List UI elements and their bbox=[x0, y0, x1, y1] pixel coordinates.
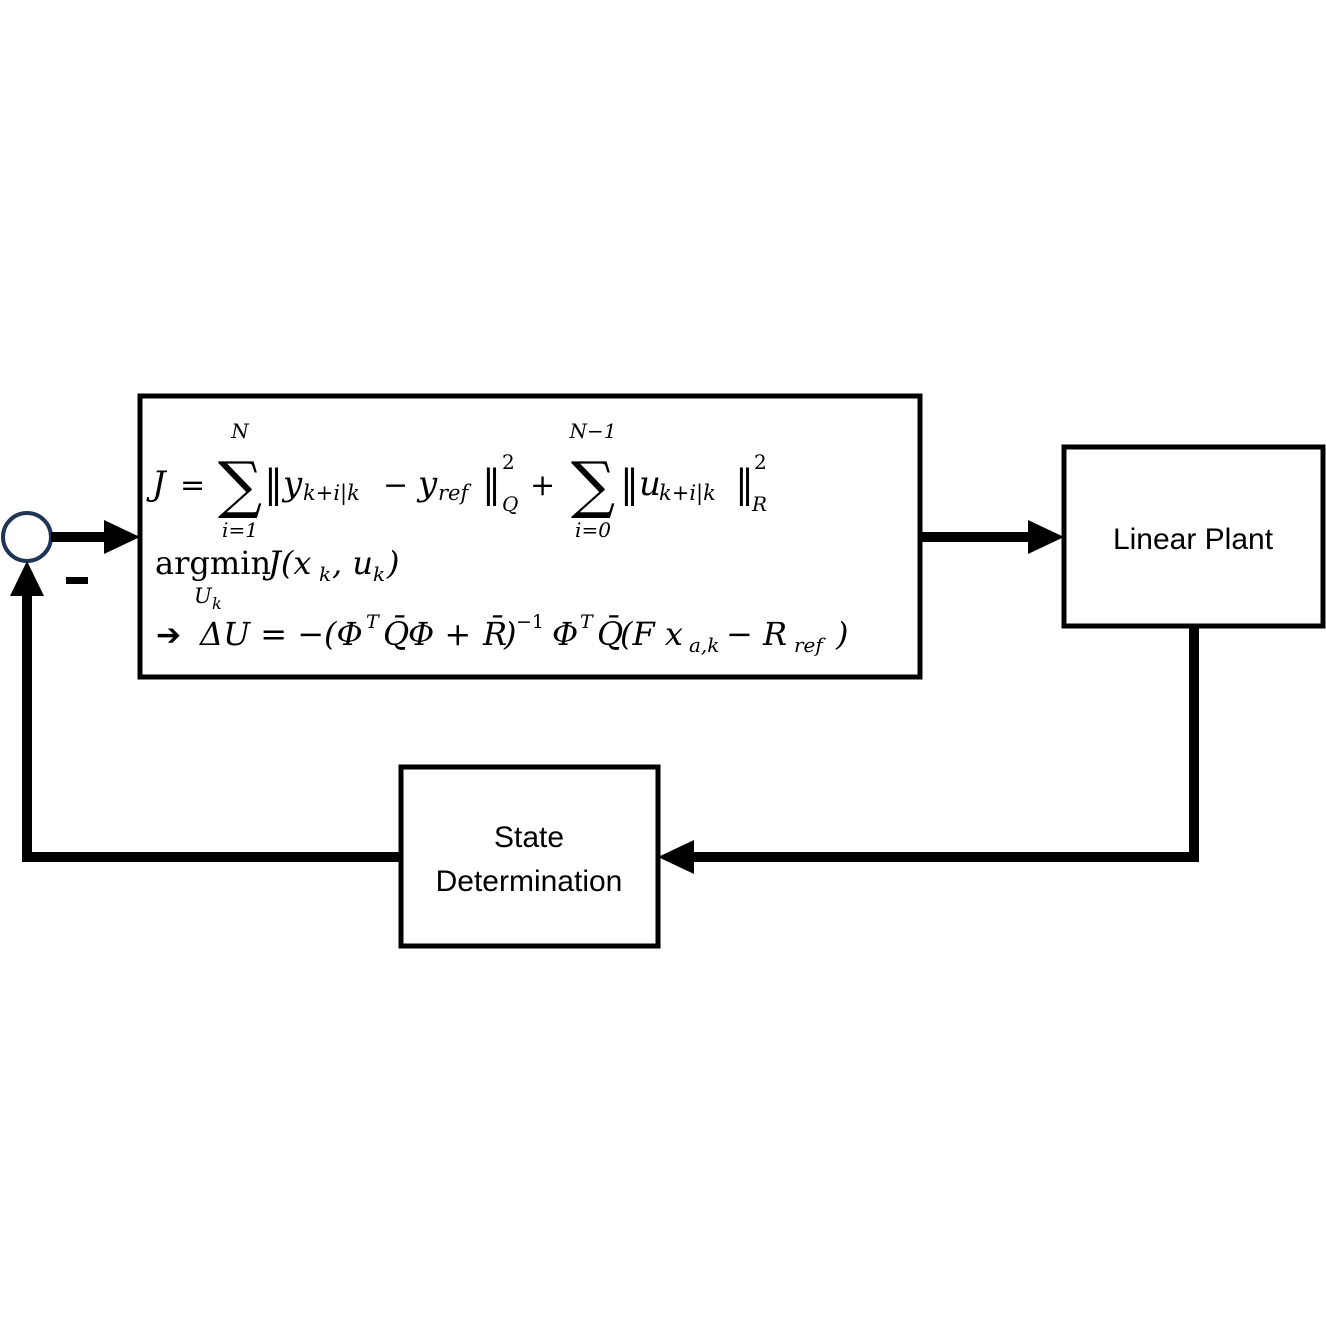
controller-block bbox=[137, 393, 923, 680]
linear-plant-block bbox=[1061, 444, 1326, 629]
sum2-upper: N−1 bbox=[569, 419, 617, 443]
state-determination-block bbox=[398, 764, 661, 949]
sum1-symbol: ∑ bbox=[218, 448, 262, 521]
close-paren: ) bbox=[503, 615, 516, 653]
wire-state-to-junction bbox=[22, 592, 401, 862]
argmin-x-subscript: k bbox=[319, 562, 331, 586]
y-subscript: k+i|k bbox=[303, 481, 360, 506]
sum1-upper: N bbox=[230, 419, 250, 443]
sum2-symbol: ∑ bbox=[571, 448, 615, 521]
ref-subscript: ref bbox=[794, 633, 826, 657]
inverse-exponent: −1 bbox=[516, 611, 544, 633]
implies-arrow: ➔ bbox=[156, 618, 181, 653]
u-subscript: k+i|k bbox=[659, 481, 716, 506]
cost-function-equation: J = N ∑ i=1 ‖ y k+i|k − y ref ‖ 2 Q + N−… bbox=[146, 419, 767, 542]
yref-symbol: y bbox=[416, 464, 438, 504]
summing-junction bbox=[1, 511, 53, 563]
argmin-u-subscript: k bbox=[373, 562, 385, 586]
transpose-2: T bbox=[580, 611, 594, 633]
norm-close-2: ‖ bbox=[735, 462, 754, 506]
argmin-subscript-k: k bbox=[212, 594, 222, 613]
minus-sign bbox=[66, 577, 88, 584]
control-law-lhs: ΔU = −(Φ bbox=[198, 615, 363, 653]
square-1: 2 bbox=[502, 450, 515, 474]
argmin-function: J(x bbox=[262, 544, 311, 582]
Q-bar-2: Q̄ bbox=[597, 615, 623, 653]
arrowhead-plant bbox=[1028, 520, 1064, 554]
plus-1: + bbox=[530, 468, 555, 503]
J-symbol: J bbox=[146, 464, 168, 504]
sum1-lower: i=1 bbox=[222, 518, 258, 542]
R-ref-term: − R bbox=[726, 615, 787, 653]
linear-plant-label: Linear Plant bbox=[1113, 523, 1274, 556]
phi-2: Φ bbox=[552, 615, 578, 653]
norm-open-1: ‖ bbox=[264, 462, 283, 506]
argmin-equation: argmin U k J(x k , u k ) bbox=[155, 544, 399, 613]
argmin-operator: argmin bbox=[155, 544, 271, 582]
sum2-lower: i=0 bbox=[575, 518, 611, 542]
control-law-mid: Φ + bbox=[408, 615, 471, 653]
arrowhead-junction bbox=[10, 561, 44, 596]
yref-subscript: ref bbox=[438, 481, 471, 505]
equals-1: = bbox=[180, 468, 205, 503]
control-law-equation: ➔ ΔU = −(Φ T Q̄ Φ + R̄ ) −1 Φ T Q̄ (F x … bbox=[156, 611, 848, 657]
argmin-func-mid: , u bbox=[332, 544, 373, 582]
square-2: 2 bbox=[754, 450, 767, 474]
a-k-subscript: a,k bbox=[689, 633, 719, 657]
norm-open-2: ‖ bbox=[620, 462, 639, 506]
weight-Q: Q bbox=[502, 492, 518, 516]
argmin-subscript: U bbox=[194, 584, 213, 608]
argmin-func-close: ) bbox=[386, 544, 399, 582]
norm-close-1: ‖ bbox=[482, 462, 501, 506]
R-bar: R̄ bbox=[482, 615, 507, 653]
state-determination-label-1: State bbox=[494, 821, 564, 854]
minus-1: − bbox=[383, 468, 408, 503]
weight-R: R bbox=[751, 492, 767, 516]
u-symbol: u bbox=[639, 464, 661, 504]
arrowhead-state bbox=[658, 840, 694, 874]
wire-plant-to-state bbox=[690, 626, 1199, 862]
Q-bar-1: Q̄ bbox=[383, 615, 409, 653]
y-symbol: y bbox=[281, 464, 303, 504]
end-paren: ) bbox=[835, 615, 848, 653]
arrowhead-controller bbox=[104, 520, 140, 554]
transpose-1: T bbox=[366, 611, 380, 633]
F-x-term: (F x bbox=[620, 615, 683, 653]
state-determination-label-2: Determination bbox=[436, 865, 623, 898]
